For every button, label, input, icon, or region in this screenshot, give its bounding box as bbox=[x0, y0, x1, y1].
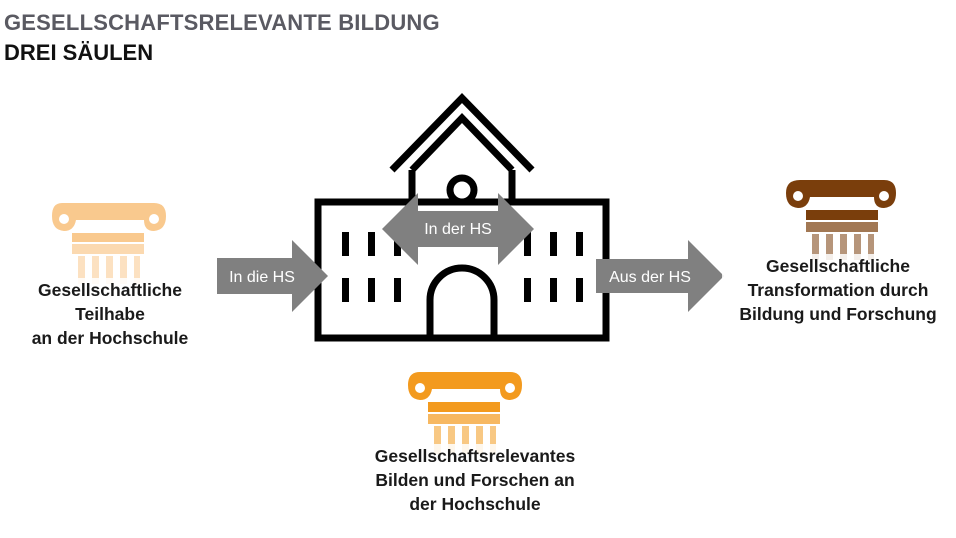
arrow-out-of-university: Aus der HS bbox=[596, 240, 724, 312]
pillar-1-icon: 1 bbox=[52, 203, 166, 284]
pillar-3-label-line: Transformation durch bbox=[722, 278, 954, 302]
pillar-2-label-line: der Hochschule bbox=[345, 492, 605, 516]
pillar-2-number: 2 bbox=[461, 386, 468, 401]
arrow-within-university: In der HS bbox=[382, 193, 534, 265]
pillar-2-label-line: Bilden und Forschen an bbox=[345, 468, 605, 492]
arrow-within-label: In der HS bbox=[424, 221, 492, 238]
pillar-2-label-line: Gesellschaftsrelevantes bbox=[345, 444, 605, 468]
pillar-2-label: Gesellschaftsrelevantes Bilden und Forsc… bbox=[345, 444, 605, 516]
pillar-3-icon: 3 bbox=[786, 180, 896, 260]
arrow-into-university: In die HS bbox=[217, 240, 328, 312]
pillar-2-icon: 2 bbox=[408, 372, 522, 454]
pillar-3-label-line: Gesellschaftliche bbox=[722, 254, 954, 278]
pillar-3-label-line: Bildung und Forschung bbox=[722, 302, 954, 326]
diagram-title: GESELLSCHAFTSRELEVANTE BILDUNG bbox=[4, 10, 440, 35]
arrow-into-label: In die HS bbox=[229, 269, 295, 286]
pillar-1-number: 1 bbox=[102, 218, 109, 233]
pillar-1-label-line: Teilhabe bbox=[10, 302, 210, 326]
pillar-3-number: 3 bbox=[838, 195, 845, 210]
pillar-1-label-line: Gesellschaftliche bbox=[10, 278, 210, 302]
diagram-subtitle: DREI SÄULEN bbox=[4, 40, 154, 65]
pillar-1-label-line: an der Hochschule bbox=[10, 326, 210, 350]
pillar-3-label: Gesellschaftliche Transformation durch B… bbox=[722, 254, 954, 326]
arrow-out-label: Aus der HS bbox=[609, 269, 691, 286]
pillar-1-label: Gesellschaftliche Teilhabe an der Hochsc… bbox=[10, 278, 210, 350]
